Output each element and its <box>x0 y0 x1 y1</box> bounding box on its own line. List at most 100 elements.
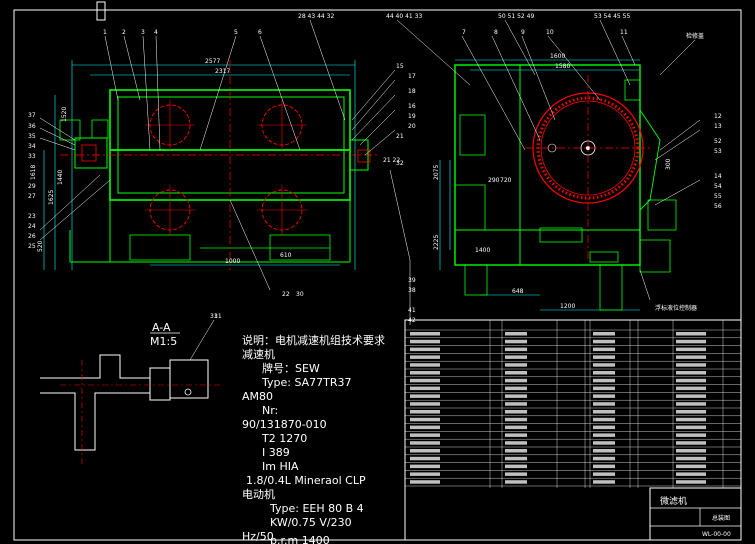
label-54: 54 <box>714 183 722 190</box>
parts-list-cell-mark <box>410 355 440 359</box>
sheet-frame <box>13 9 742 541</box>
parts-list-cell-mark <box>505 449 527 453</box>
parts-list-cell-mark <box>593 386 615 391</box>
label-26: 26 <box>28 233 36 240</box>
section-callout: 31 <box>214 313 222 320</box>
parts-list-cell-mark <box>505 378 527 383</box>
label-24: 24 <box>28 223 36 230</box>
label-38: 38 <box>408 287 416 294</box>
label-16: 16 <box>408 103 416 110</box>
dim-300: 300 <box>665 158 672 170</box>
label-10: 10 <box>546 29 554 36</box>
title-sub: 总装图 <box>712 514 730 522</box>
note-line-16: p.r.m 1400 <box>270 534 330 544</box>
parts-list-cell-mark <box>410 410 440 414</box>
label-21-22: 21 22 <box>383 157 400 164</box>
note-line-7: 90/131870-010 <box>242 418 327 431</box>
parts-list-cell-mark <box>505 433 527 437</box>
parts-list-cell-mark <box>410 456 440 461</box>
label-44-40: 44 40 41 33 <box>386 13 422 20</box>
dim-520: 520 <box>37 240 44 252</box>
label-56: 56 <box>714 203 722 210</box>
parts-list-cell-mark <box>505 410 527 414</box>
parts-list-cell-mark <box>505 371 527 375</box>
parts-list-cell-mark <box>410 332 440 336</box>
parts-list-cell-mark <box>593 480 615 484</box>
label-33: 33 <box>28 153 36 160</box>
label-11: 11 <box>620 29 628 36</box>
dim-2075: 2075 <box>433 165 440 180</box>
label-9: 9 <box>521 29 525 36</box>
parts-list-cell-mark <box>593 410 615 414</box>
label-15: 15 <box>396 63 404 70</box>
dim-1600: 1600 <box>550 53 565 60</box>
side-view <box>396 19 701 311</box>
side-view-dimensions: 1600 1580 1200 720 2075 2225 648 1400 29… <box>433 53 672 310</box>
parts-list-cell-mark <box>593 472 615 476</box>
front-view <box>39 19 411 325</box>
label-21: 21 <box>396 133 404 140</box>
technical-notes: 说明：电机减速机组技术要求 减速机 牌号：SEW Type: SA77TR37 … <box>242 333 385 544</box>
parts-list-cell-mark <box>410 417 440 422</box>
label-28-43: 28 43 44 32 <box>298 13 334 20</box>
side-view-labels: 44 40 41 33 7 8 9 10 50 51 52 49 53 54 4… <box>386 13 722 312</box>
label-12: 12 <box>714 113 722 120</box>
note-line-2: 减速机 <box>242 347 275 361</box>
label-35: 35 <box>28 133 36 140</box>
parts-list-cell-mark <box>593 441 615 445</box>
parts-list-cell-mark <box>505 355 527 359</box>
label-4: 4 <box>154 29 158 36</box>
note-line-5: AM80 <box>242 390 273 403</box>
parts-list-cell-mark <box>505 480 527 484</box>
parts-list-cell-mark <box>593 347 615 352</box>
parts-list-cell-mark <box>410 394 440 398</box>
frame-tick-top <box>96 1 106 21</box>
label-29: 29 <box>28 183 36 190</box>
parts-list-cell-mark <box>410 386 440 391</box>
section-a-a: A-A M1:5 31 <box>40 313 222 465</box>
dim-290: 290 <box>488 177 500 184</box>
note-line-14: KW/0.75 V/230 <box>270 516 352 529</box>
note-line-4: Type: SA77TR37 <box>261 376 352 389</box>
label-30: 30 <box>296 291 304 298</box>
parts-list <box>404 319 742 541</box>
parts-list-cell-mark <box>676 472 706 476</box>
title-drawing-no: WL-00-00 <box>702 531 731 538</box>
parts-list-cell-mark <box>593 355 615 359</box>
dim-610: 610 <box>280 252 292 259</box>
label-34: 34 <box>28 143 36 150</box>
parts-list-cell-mark <box>676 449 706 453</box>
note-line-8: T2 1270 <box>261 432 307 445</box>
parts-list-cell-mark <box>676 332 706 336</box>
parts-list-cell-mark <box>505 347 527 352</box>
parts-list-cell-mark <box>676 378 706 383</box>
parts-list-cell-mark <box>505 472 527 476</box>
dim-1520: 1520 <box>61 107 68 122</box>
section-title: A-A <box>152 321 171 334</box>
parts-list-cell-mark <box>676 386 706 391</box>
parts-list-cell-mark <box>410 449 440 453</box>
dim-2225: 2225 <box>433 235 440 250</box>
parts-list-cell-mark <box>410 371 440 375</box>
label-39: 39 <box>408 277 416 284</box>
annotation-inspection-cover: 检修盖 <box>686 32 704 40</box>
parts-list-cell-mark <box>505 339 527 344</box>
parts-list-cell-mark <box>410 441 440 445</box>
label-31: 31 <box>210 313 218 320</box>
parts-list-cell-mark <box>593 449 615 453</box>
label-17: 17 <box>408 73 416 80</box>
label-3: 3 <box>141 29 145 36</box>
label-25: 25 <box>28 243 36 250</box>
dim-1618: 1618 <box>30 165 37 180</box>
parts-list-cell-mark <box>593 456 615 461</box>
parts-list-cell-mark <box>676 417 706 422</box>
parts-list-cell-mark <box>505 464 527 469</box>
parts-list-cell-mark <box>505 441 527 445</box>
parts-list-cell-mark <box>593 402 615 406</box>
parts-list-cell-mark <box>410 425 440 430</box>
parts-list-cell-mark <box>410 472 440 476</box>
parts-list-cell-mark <box>410 402 440 406</box>
label-36: 36 <box>28 123 36 130</box>
parts-list-cell-mark <box>676 464 706 469</box>
label-22-30: 22 <box>282 291 290 298</box>
